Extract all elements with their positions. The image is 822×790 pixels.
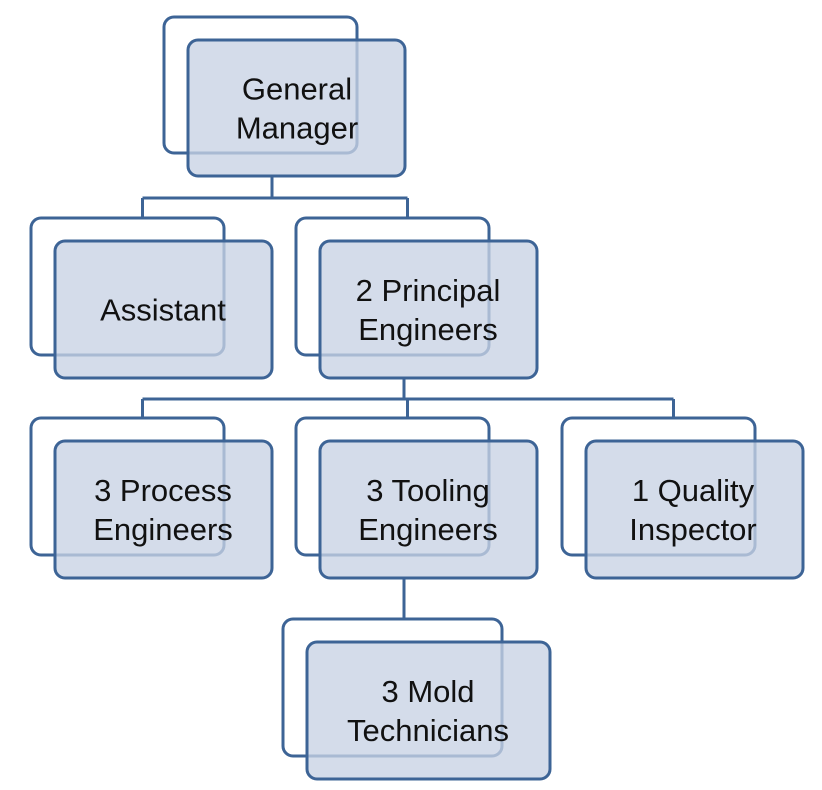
node-process-engineers-box bbox=[53, 439, 274, 580]
node-mold-technicians-label-line-1: 3 Mold bbox=[381, 674, 474, 709]
node-tooling-engineers-label-line-1: 3 Tooling bbox=[366, 473, 490, 508]
node-general-manager-box bbox=[186, 38, 407, 178]
node-general-manager-label-line-2: Manager bbox=[236, 111, 358, 146]
node-process-engineers-label-line-2: Engineers bbox=[93, 512, 233, 547]
node-assistant-label-line-1: Assistant bbox=[100, 293, 226, 328]
connector-lines bbox=[141, 176, 675, 642]
node-principal-engineers-box bbox=[318, 239, 539, 380]
node-tooling-engineers-label-line-2: Engineers bbox=[358, 512, 498, 547]
node-quality-inspector-label-line-2: Inspector bbox=[629, 512, 757, 547]
node-process-engineers-label-line-1: 3 Process bbox=[94, 473, 232, 508]
connector-principal-engineers-children bbox=[141, 378, 675, 418]
node-mold-technicians-box bbox=[305, 640, 552, 781]
node-assistant: Assistant bbox=[29, 216, 274, 380]
connector-general-manager-children bbox=[141, 176, 409, 218]
node-mold-technicians-label-line-2: Technicians bbox=[347, 713, 509, 748]
node-assistant-box bbox=[53, 239, 274, 380]
node-quality-inspector-box bbox=[584, 439, 805, 580]
node-principal-engineers-label-line-2: Engineers bbox=[358, 312, 498, 347]
node-principal-engineers-label-line-1: 2 Principal bbox=[356, 273, 501, 308]
node-tooling-engineers-box bbox=[318, 439, 539, 580]
node-general-manager-label-line-1: General bbox=[242, 72, 352, 107]
node-quality-inspector-label-line-1: 1 Quality bbox=[632, 473, 755, 508]
